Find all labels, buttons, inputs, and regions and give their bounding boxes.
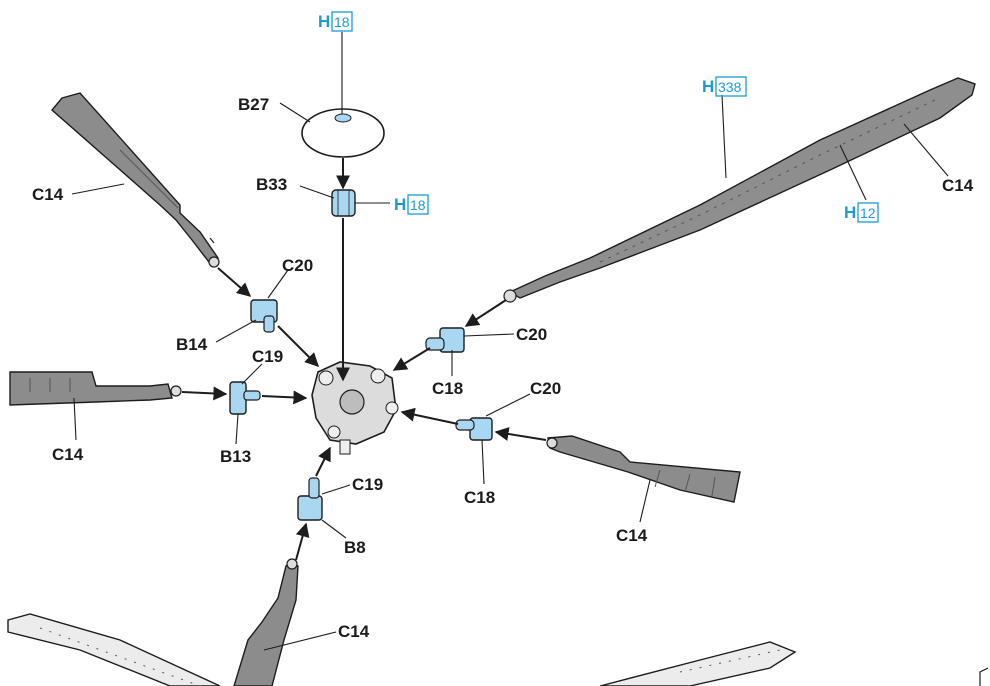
svg-text:18: 18 bbox=[410, 197, 426, 213]
label-c20-left: C20 bbox=[282, 256, 313, 275]
paint-ref-h12: H 12 bbox=[844, 202, 879, 223]
svg-text:18: 18 bbox=[334, 14, 350, 30]
blade-bottom bbox=[233, 558, 299, 686]
label-c20-right-lower: C20 bbox=[530, 379, 561, 398]
corner-mark bbox=[979, 667, 989, 686]
label-b14: B14 bbox=[176, 335, 208, 354]
blade-upper-right bbox=[503, 77, 976, 303]
blade-bottom-left bbox=[7, 613, 221, 686]
label-c14-right: C14 bbox=[942, 176, 974, 195]
blade-lower-right bbox=[546, 435, 741, 503]
label-c19-bottom: C19 bbox=[352, 475, 383, 494]
blade-left bbox=[9, 371, 182, 406]
svg-text:H: H bbox=[702, 77, 714, 96]
label-c14-bottom: C14 bbox=[338, 622, 370, 641]
part-b27-dome bbox=[301, 108, 385, 158]
label-b33: B33 bbox=[256, 175, 287, 194]
blade-upper-left bbox=[51, 92, 220, 268]
paint-ref-h338: H 338 bbox=[702, 76, 747, 97]
label-c14-left: C14 bbox=[52, 445, 84, 464]
part-b33-cap bbox=[331, 189, 356, 217]
label-c18-right-upper: C18 bbox=[432, 379, 463, 398]
part-b13-clamp bbox=[229, 381, 261, 415]
part-c18-upper-clamp bbox=[425, 327, 465, 353]
label-b8: B8 bbox=[344, 538, 366, 557]
svg-text:12: 12 bbox=[860, 205, 876, 221]
part-c18-lower-clamp bbox=[455, 417, 493, 441]
svg-text:H: H bbox=[318, 12, 330, 31]
svg-text:338: 338 bbox=[718, 79, 742, 95]
label-b27: B27 bbox=[238, 95, 269, 114]
svg-text:H: H bbox=[394, 195, 406, 214]
rotor-hub bbox=[311, 361, 399, 455]
label-b13: B13 bbox=[220, 447, 251, 466]
leader-lines bbox=[71, 32, 949, 651]
label-c18-right-lower: C18 bbox=[464, 488, 495, 507]
label-c19-left: C19 bbox=[252, 347, 283, 366]
paint-ref-h18-b33: H 18 bbox=[394, 194, 429, 215]
part-b8-clamp bbox=[297, 477, 323, 521]
paint-ref-h18-top: H 18 bbox=[318, 11, 353, 32]
label-c20-right-upper: C20 bbox=[516, 325, 547, 344]
label-c14-lower-right: C14 bbox=[616, 526, 648, 545]
label-c14-upper-left: C14 bbox=[32, 185, 64, 204]
assembly-arrows bbox=[181, 158, 547, 561]
svg-text:H: H bbox=[844, 203, 856, 222]
blade-bottom-right bbox=[599, 641, 797, 686]
part-b14-clamp bbox=[250, 299, 278, 333]
